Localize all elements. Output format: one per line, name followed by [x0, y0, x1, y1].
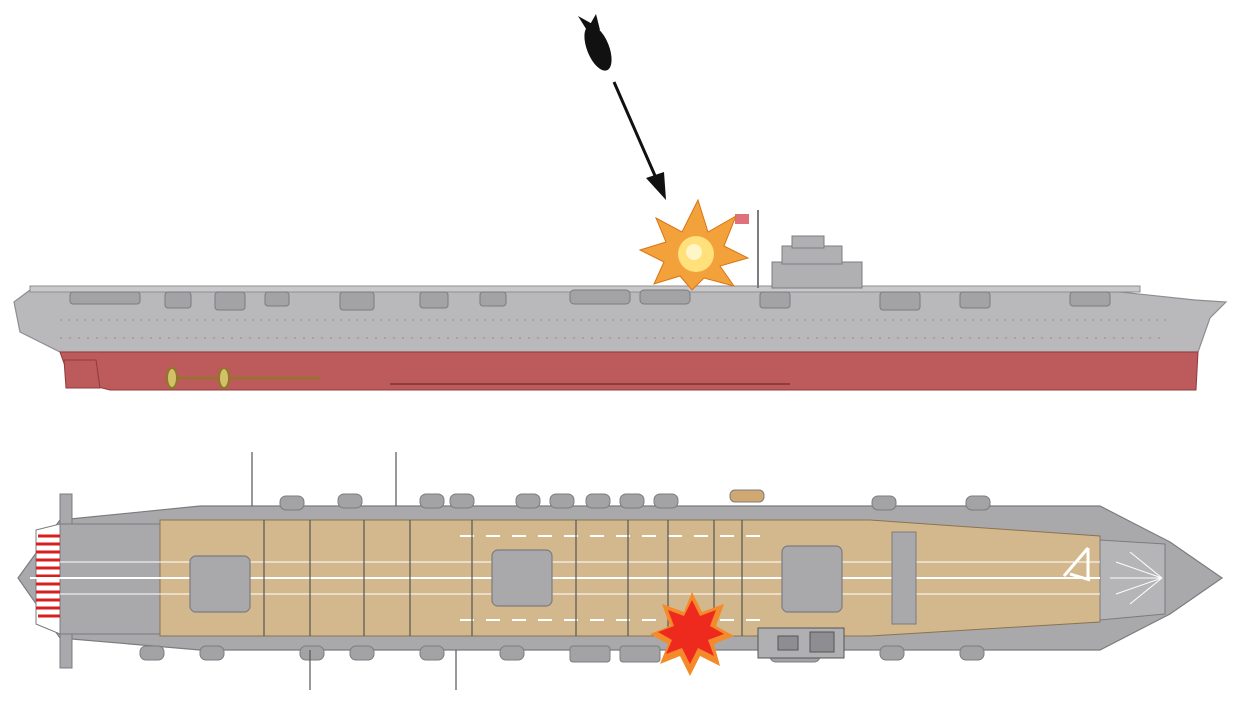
impact-burst-inner — [658, 600, 724, 664]
top-elevator-aft — [189, 555, 251, 613]
top-elevators — [189, 545, 843, 613]
side-island — [757, 210, 863, 289]
side-rudder — [63, 359, 101, 389]
side-gallery-sponsons — [69, 289, 1111, 311]
arrow-shaft — [612, 81, 658, 179]
top-bow-letter-mark — [1062, 547, 1091, 582]
bomb-fins — [578, 14, 600, 32]
top-masts — [251, 452, 457, 690]
down-arrow-icon — [612, 81, 666, 200]
top-bow-deck — [1099, 539, 1166, 621]
side-propellers — [165, 367, 320, 389]
top-elevator-mid — [491, 549, 553, 607]
top-bow-lines — [1110, 551, 1163, 605]
top-down-view — [17, 452, 1224, 690]
explosion-center — [686, 244, 702, 260]
top-elevator-fwd — [781, 545, 843, 613]
top-barrier-panel — [891, 531, 917, 625]
bomb-body — [584, 25, 612, 71]
impact-burst-icon — [650, 592, 734, 676]
side-flag — [735, 214, 749, 224]
bomb-icon — [578, 14, 612, 71]
arrow-head — [646, 172, 666, 200]
top-island — [757, 627, 845, 659]
explosion-icon — [638, 198, 750, 291]
side-profile-view — [13, 210, 1228, 391]
top-upper-sponsons — [279, 489, 991, 511]
top-stern-posts — [59, 493, 73, 669]
